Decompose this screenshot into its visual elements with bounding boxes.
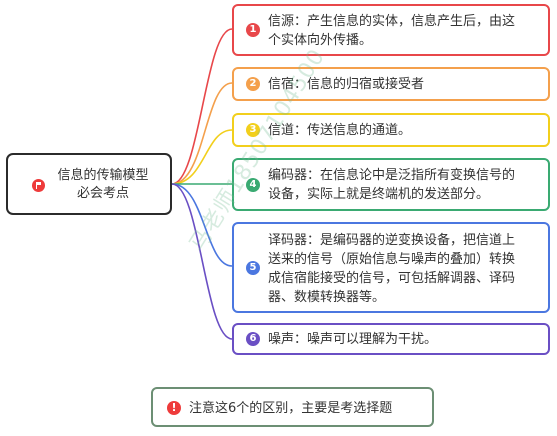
node-text: 译码器：是编码器的逆变换设备，把信道上 送来的信号（原始信息与噪声的叠加）转换 … xyxy=(268,231,540,307)
node-text-line: 个实体向外传播。 xyxy=(268,33,373,48)
connector-2 xyxy=(171,82,233,185)
node-text-line: 编码器：在信息论中是泛指所有变换信号的 xyxy=(268,168,516,183)
number-badge-icon: 6 xyxy=(246,332,260,346)
note-box[interactable]: ! 注意这6个的区别，主要是考选择题 xyxy=(151,387,434,427)
node-text: 信源：产生信息的实体，信息产生后，由这 个实体向外传播。 xyxy=(268,12,540,50)
note-text: 注意这6个的区别，主要是考选择题 xyxy=(189,401,393,416)
root-topic[interactable]: 信息的传输模型 必会考点 xyxy=(6,153,172,215)
connector-6 xyxy=(171,183,233,340)
number-badge-icon: 2 xyxy=(246,77,260,91)
warning-icon: ! xyxy=(167,401,181,415)
node-noise[interactable]: 6 噪声：噪声可以理解为干扰。 xyxy=(232,323,550,355)
number-badge-icon: 1 xyxy=(246,23,260,37)
node-text: 编码器：在信息论中是泛指所有变换信号的 设备，实际上就是终端机的发送部分。 xyxy=(268,166,540,204)
node-channel[interactable]: 3 信道：传送信息的通道。 xyxy=(232,113,550,147)
node-text-line: 信道：传送信息的通道。 xyxy=(268,123,412,138)
node-text-line: 噪声：噪声可以理解为干扰。 xyxy=(268,332,438,347)
node-text-line: 信宿：信息的归宿或接受者 xyxy=(268,77,425,92)
node-text: 信道：传送信息的通道。 xyxy=(268,121,540,140)
number-badge-icon: 3 xyxy=(246,123,260,137)
node-text: 信宿：信息的归宿或接受者 xyxy=(268,75,540,94)
node-text: 噪声：噪声可以理解为干扰。 xyxy=(268,330,540,349)
node-sink[interactable]: 2 信宿：信息的归宿或接受者 xyxy=(232,67,550,101)
root-title: 信息的传输模型 必会考点 xyxy=(48,167,158,203)
node-source[interactable]: 1 信源：产生信息的实体，信息产生后，由这 个实体向外传播。 xyxy=(232,4,550,56)
node-text-line: 设备，实际上就是终端机的发送部分。 xyxy=(268,187,490,202)
node-text-line: 器、数模转换器等。 xyxy=(268,290,386,305)
flag-icon xyxy=(32,179,45,192)
node-text-line: 送来的信号（原始信息与噪声的叠加）转换 xyxy=(268,252,516,267)
number-badge-icon: 4 xyxy=(246,178,260,192)
connector-1 xyxy=(171,28,233,185)
node-text-line: 译码器：是编码器的逆变换设备，把信道上 xyxy=(268,233,516,248)
node-decoder[interactable]: 5 译码器：是编码器的逆变换设备，把信道上 送来的信号（原始信息与噪声的叠加）转… xyxy=(232,222,550,313)
root-title-line1: 信息的传输模型 xyxy=(57,168,149,183)
node-encoder[interactable]: 4 编码器：在信息论中是泛指所有变换信号的 设备，实际上就是终端机的发送部分。 xyxy=(232,158,550,211)
root-title-line2: 必会考点 xyxy=(76,186,129,201)
number-badge-icon: 5 xyxy=(246,261,260,275)
node-text-line: 信源：产生信息的实体，信息产生后，由这 xyxy=(268,14,516,29)
node-text-line: 成信宿能接受的信号，可包括解调器、译码 xyxy=(268,271,516,286)
connector-5 xyxy=(171,183,233,267)
connector-3 xyxy=(171,129,233,185)
